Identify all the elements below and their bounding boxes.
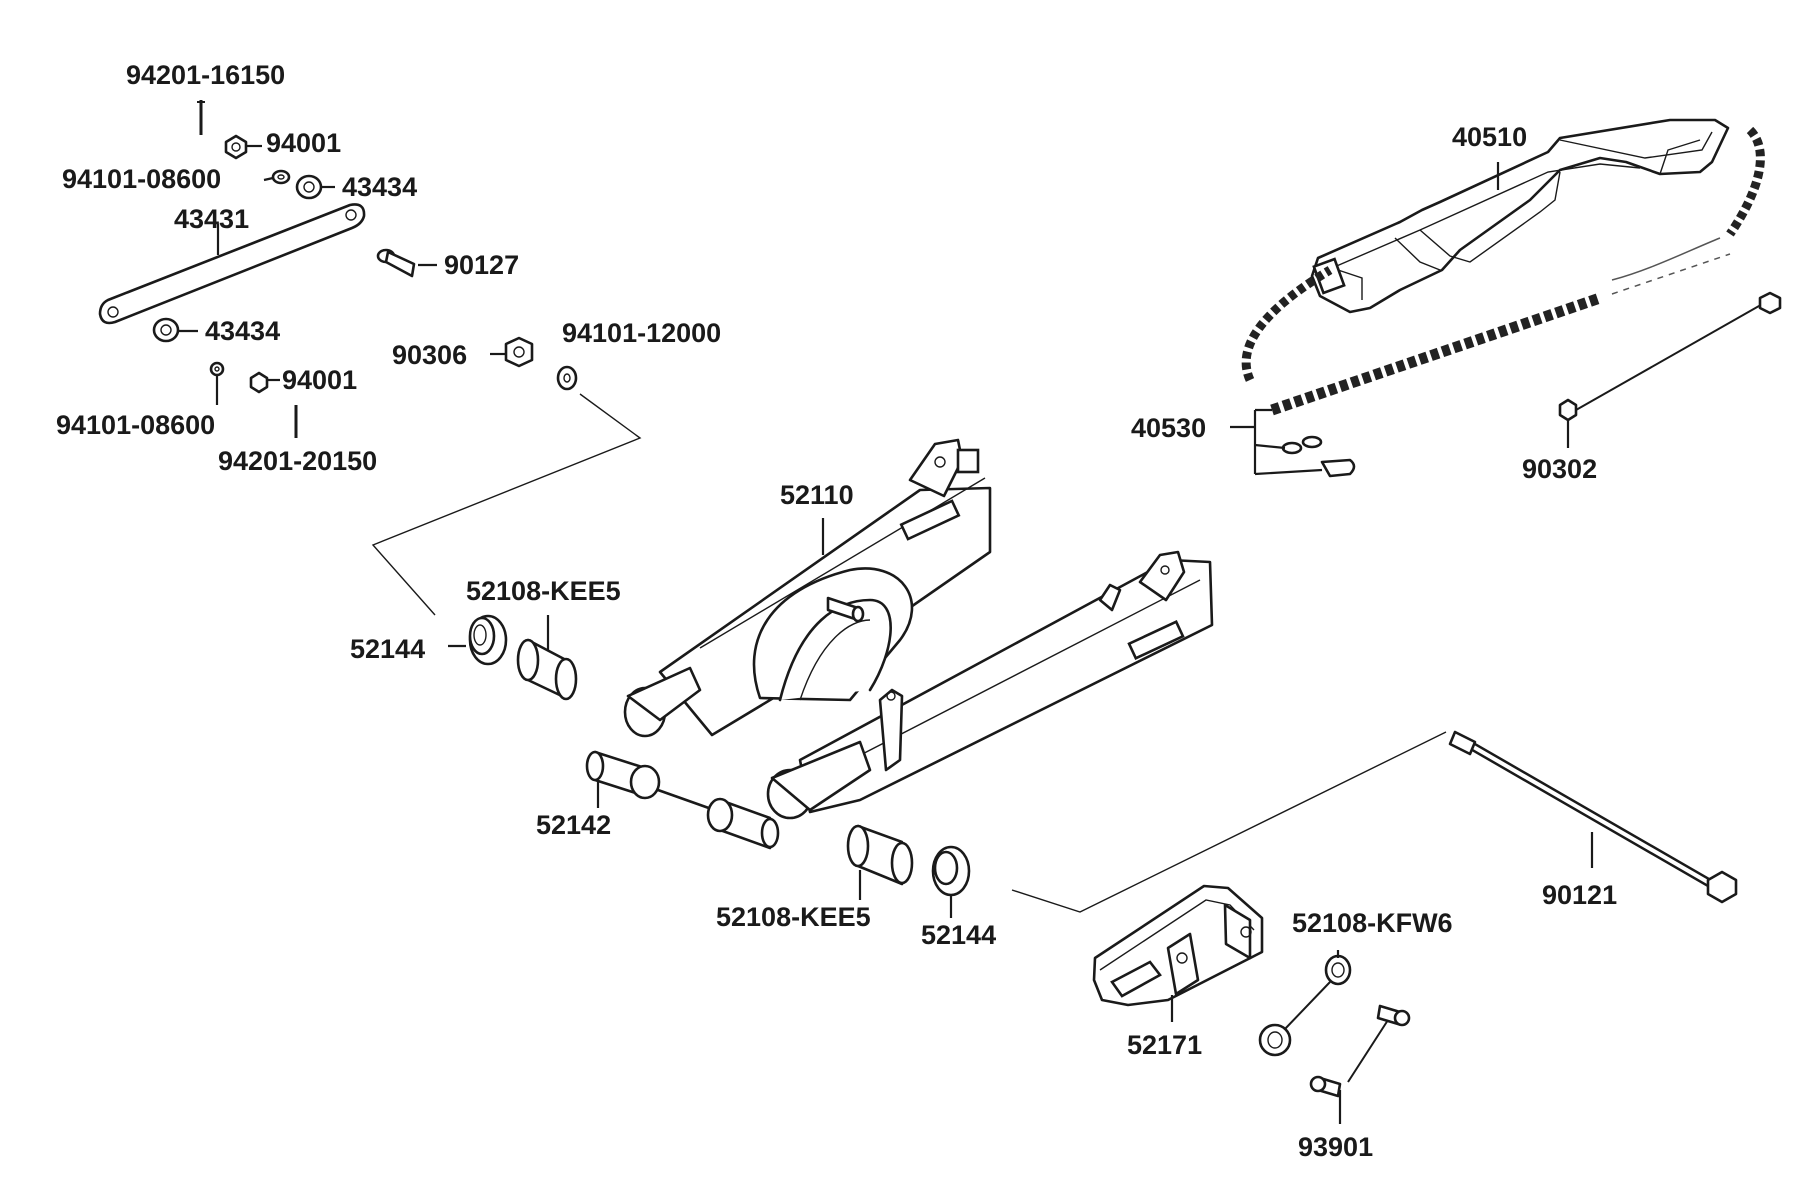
label-43431: 43431: [174, 204, 249, 234]
label-52142: 52142: [536, 810, 611, 840]
axle-90121: [1448, 730, 1738, 904]
label-90121: 90121: [1542, 880, 1617, 910]
nut-90306: [490, 336, 534, 368]
label-52110: 52110: [780, 480, 854, 510]
washer-94101-08600-bottom: [209, 361, 225, 405]
label-94101-12000: 94101-12000: [562, 318, 721, 348]
spacer-43434-top: [295, 174, 335, 200]
label-52144-left: 52144: [350, 634, 425, 664]
label-94201-20150: 94201-20150: [218, 446, 377, 476]
bolt-90302: [1558, 291, 1782, 448]
collar-52108-kee5-bottom: [846, 824, 914, 900]
label-52108-kee5-bottom: 52108-KEE5: [716, 902, 871, 932]
bolt-90127: [376, 248, 437, 278]
nut-94001-bottom: [249, 371, 280, 394]
label-94001-bottom: 94001: [282, 365, 357, 395]
label-93901: 93901: [1298, 1132, 1373, 1162]
guide-line-axle: [1011, 731, 1447, 913]
spacer-43434-bottom: [152, 317, 198, 343]
bolt-93901: [1309, 1004, 1411, 1124]
label-52108-kee5-top: 52108-KEE5: [466, 576, 621, 606]
label-90127: 90127: [444, 250, 519, 280]
label-43434-bottom: 43434: [205, 316, 280, 346]
seal-52144-left: [448, 614, 508, 666]
cotter-pin-94201-16150: [197, 100, 205, 135]
label-94201-16150: 94201-16150: [126, 60, 285, 90]
bushing-52142: [585, 750, 780, 850]
drive-chain-40530: [1230, 126, 1765, 478]
collar-52108-kfw6: [1258, 950, 1352, 1057]
label-90302: 90302: [1522, 454, 1597, 484]
label-40530: 40530: [1131, 413, 1206, 443]
label-52108-kfw6: 52108-KFW6: [1292, 908, 1453, 938]
guide-line-pivot: [371, 393, 642, 616]
washer-94101-08600-top: [263, 169, 291, 185]
seal-52144-right: [931, 845, 971, 918]
label-43434-top: 43434: [342, 172, 417, 202]
label-94101-08600-top: 94101-08600: [62, 164, 221, 194]
label-52144-right: 52144: [921, 920, 996, 950]
collar-52108-kee5-top: [516, 615, 578, 701]
swingarm-52110: [623, 438, 1214, 820]
label-94101-08600-bottom: 94101-08600: [56, 410, 215, 440]
label-90306: 90306: [392, 340, 467, 370]
label-94001-top: 94001: [266, 128, 341, 158]
torque-link-43431: [98, 203, 366, 325]
washer-94101-12000: [556, 365, 578, 391]
chain-case-40510: [1310, 118, 1730, 314]
nut-94001-top: [224, 134, 262, 160]
chain-slider-52171: [1092, 884, 1264, 1022]
label-52171: 52171: [1127, 1030, 1202, 1060]
label-40510: 40510: [1452, 122, 1527, 152]
